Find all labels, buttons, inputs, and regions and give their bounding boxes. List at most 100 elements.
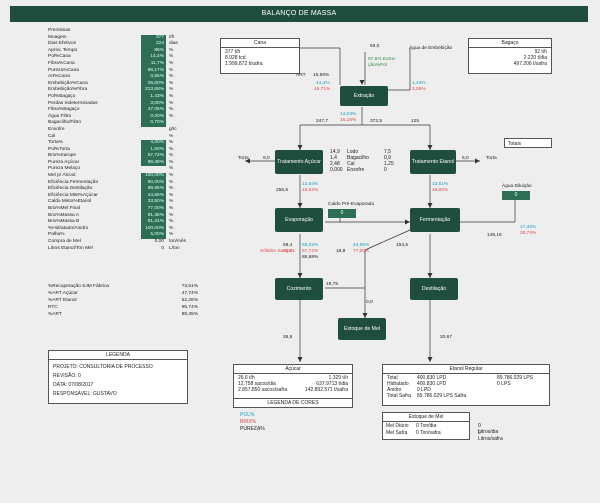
param-unit: %: [169, 192, 174, 198]
aditivo-name: Lodo: [347, 149, 359, 155]
param-value[interactable]: 5,00%: [141, 232, 166, 239]
param-value[interactable]: 86,17%: [141, 67, 166, 75]
param-value[interactable]: 77,00%: [141, 206, 166, 213]
param-value[interactable]: 100,00%: [141, 225, 166, 233]
param-label: Água Filtro: [48, 113, 72, 119]
param-value[interactable]: 0,00: [154, 239, 164, 244]
node-destilacao[interactable]: Destilação: [410, 278, 458, 300]
estoque-cell: 0 Litros/dia: [478, 423, 499, 435]
flow-372: 372,5: [370, 119, 383, 124]
param-unit: %: [169, 107, 174, 113]
flow-69: 69,4: [283, 243, 293, 248]
etanol-cell: Total Safra: [387, 393, 411, 399]
param-label: Embebição%Cana: [48, 80, 88, 86]
node-trat-acucar[interactable]: Tratamento Açúcar: [275, 150, 323, 174]
param-label: Eficiência Fermentação: [48, 179, 99, 185]
cana-pol: 14,4%: [316, 81, 330, 86]
param-value[interactable]: 47,05%: [141, 107, 166, 114]
torta2-value: 5,0: [462, 156, 469, 161]
param-value[interactable]: 1,43%: [141, 93, 166, 101]
param-value[interactable]: 1,50%: [141, 146, 166, 154]
param-value[interactable]: 25,00%: [141, 80, 166, 88]
extracao-pct: 97,5% Extra-ção%Pol: [368, 57, 396, 68]
param-value[interactable]: 14,4%: [141, 54, 166, 61]
param-value[interactable]: 91,31%: [141, 219, 166, 226]
param-unit: %: [169, 93, 174, 99]
param-value[interactable]: 86%: [141, 47, 166, 55]
param-value[interactable]: 91,35%: [141, 212, 166, 220]
estoque-cell: 0 Ton/safra: [416, 430, 441, 436]
node-evaporacao[interactable]: Evaporação: [275, 208, 323, 232]
caldo-pre-label: Caldo Pré-Evaporado: [328, 202, 375, 207]
param-value[interactable]: 99,95%: [141, 186, 166, 193]
param-value[interactable]: 33,50%: [141, 199, 166, 207]
param-label: Pol%Torta: [48, 146, 70, 152]
flow-256: 256,6: [276, 188, 289, 193]
param-value[interactable]: 4,00%: [141, 140, 166, 147]
ta-brix: 15,62%: [302, 188, 319, 193]
param-unit: %: [169, 100, 174, 106]
flow-148: 148,16: [487, 233, 502, 238]
solidos-xarope: Sólidos Xarope: [260, 249, 293, 254]
bagaco-title: Bagaço: [469, 39, 551, 48]
legenda-title: LEGENDA: [49, 351, 187, 360]
param-unit: ton/mês: [169, 239, 187, 244]
legenda-cor-item: PUREZA%: [240, 426, 265, 432]
param-label: Brix%Massa B: [48, 219, 80, 225]
param-label: Pol%Bagaço: [48, 93, 76, 99]
cana-brix: 16,71%: [314, 87, 331, 92]
agua-diluicao-value[interactable]: 0: [502, 191, 530, 200]
legenda-row: DATA: 07/08/2017: [53, 382, 94, 388]
summary-label: %Recuperação SJM Fábrica: [48, 284, 110, 289]
node-estoque-mel[interactable]: Estoque de Mel: [338, 318, 386, 340]
param-value[interactable]: 57,72%: [141, 153, 166, 160]
cana-title: Cana: [221, 39, 299, 48]
flow-2067: 20,67: [440, 335, 453, 340]
param-value[interactable]: 3,00%: [141, 100, 166, 108]
aditivo-name: Bagacilho: [347, 155, 369, 161]
param-value[interactable]: 44,55%: [141, 192, 166, 200]
param-value[interactable]: 90,00%: [141, 179, 166, 187]
mel-brix: 77,00%: [353, 249, 370, 254]
param-value[interactable]: 11,7%: [141, 60, 166, 68]
caldo-pre-value[interactable]: 0: [328, 209, 356, 218]
te-pol: 13,51%: [432, 182, 449, 187]
aditivo-left: 0,000: [330, 167, 343, 173]
param-value[interactable]: 0,55%: [141, 74, 166, 81]
param-value[interactable]: 224: [141, 41, 166, 48]
param-value[interactable]: 0: [161, 245, 164, 251]
node-extracao[interactable]: Extração: [340, 86, 388, 106]
param-value[interactable]: 100,00%: [141, 173, 166, 180]
param-value[interactable]: 99,38%: [141, 159, 166, 167]
totais-box: Totais: [504, 138, 552, 148]
flow-40: 40,01: [283, 249, 296, 254]
aditivo-right: 0,9: [384, 155, 391, 161]
param-value[interactable]: 213,68%: [141, 87, 166, 94]
acucar-title: Açúcar: [234, 365, 352, 374]
node-cozimento[interactable]: Cozimento: [275, 278, 323, 300]
param-value[interactable]: 0,70%: [141, 120, 166, 127]
param-value[interactable]: 0,00%: [141, 113, 166, 121]
node-fermentacao[interactable]: Fermentação: [410, 208, 460, 232]
aditivo-name: Enxofre: [347, 167, 365, 173]
param-unit: %: [169, 219, 174, 225]
node-trat-etanol[interactable]: Tratamento Etanol: [410, 150, 456, 174]
param-value[interactable]: 377: [141, 34, 166, 42]
param-unit: %: [169, 47, 174, 53]
